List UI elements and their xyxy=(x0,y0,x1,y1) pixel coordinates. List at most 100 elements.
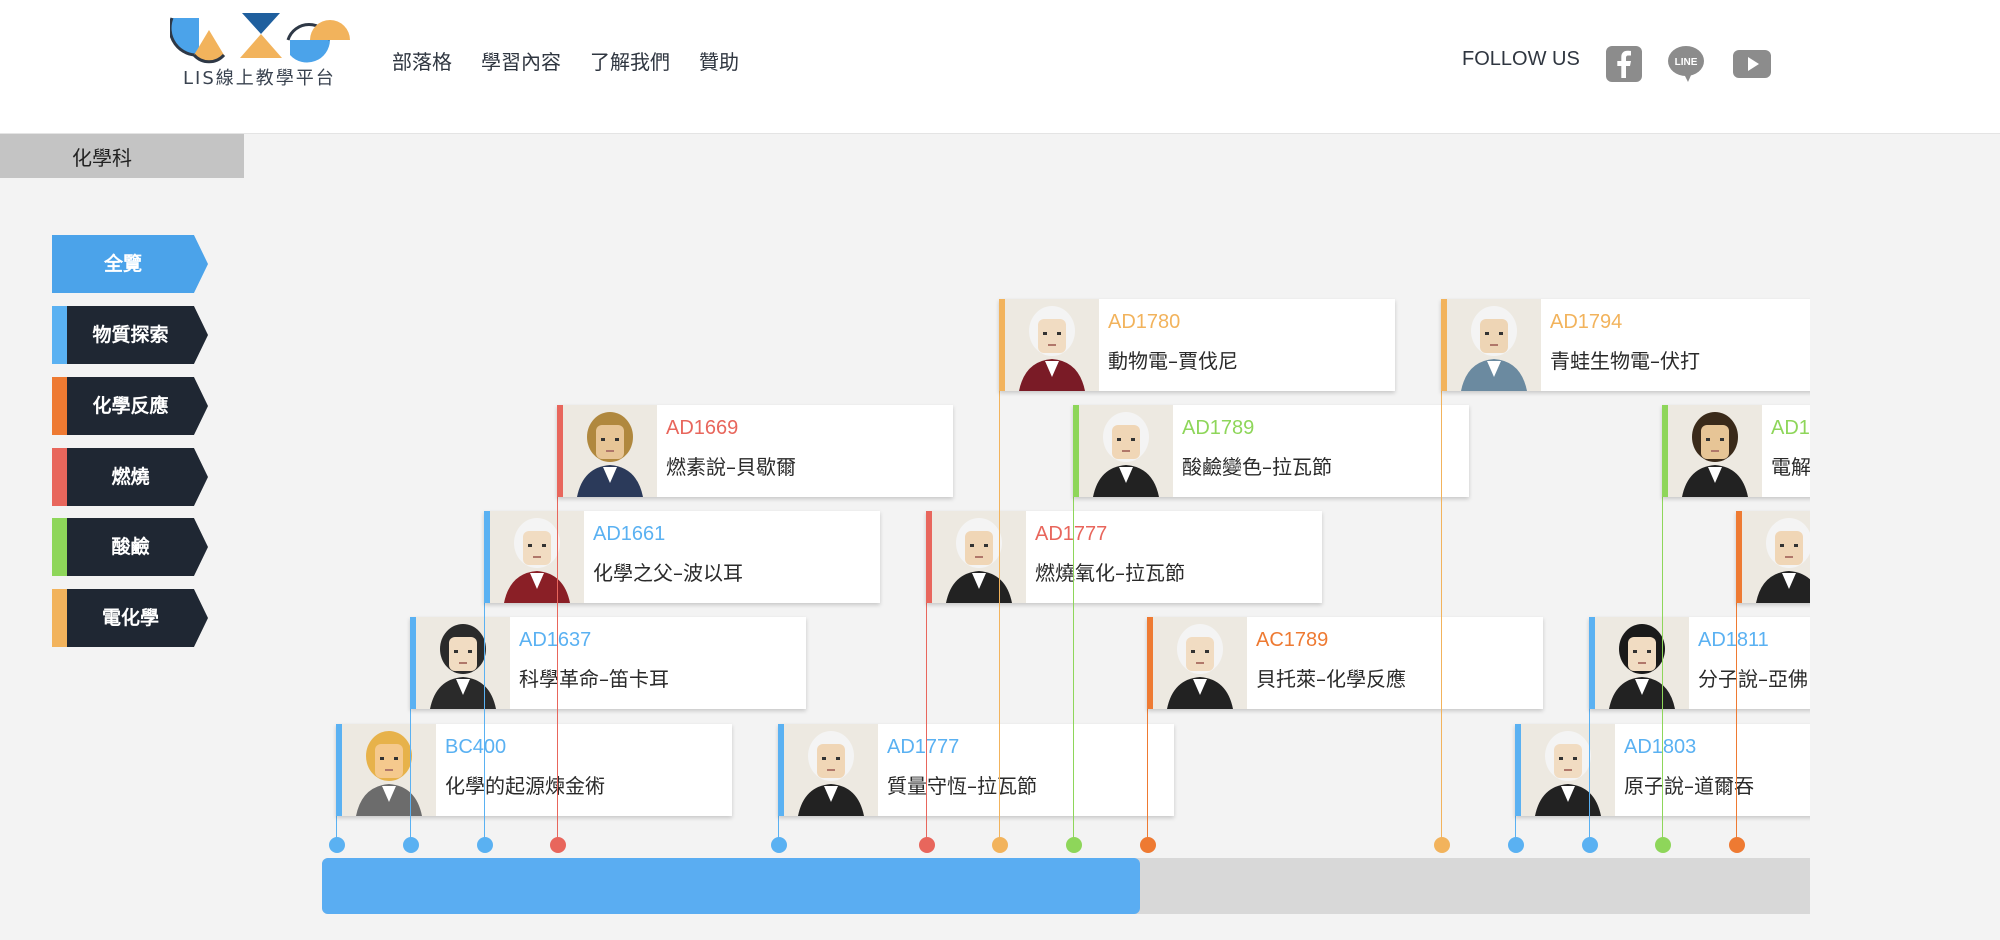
card-year: AD1789 xyxy=(1182,417,1255,439)
site-header: LIS線上教學平台 部落格 學習內容 了解我們 贊助 FOLLOW US LIN… xyxy=(0,0,2000,134)
nav-sponsor[interactable]: 贊助 xyxy=(699,50,739,74)
timeline-connector xyxy=(926,603,927,845)
card-category-bar xyxy=(1515,724,1521,816)
card-year: AD1794 xyxy=(1550,311,1623,333)
category-label: 全覽 xyxy=(103,253,142,275)
card-category-bar xyxy=(1662,405,1668,497)
card-title: 動物電–賈伐尼 xyxy=(1108,349,1238,373)
nav-learning[interactable]: 學習內容 xyxy=(481,50,561,74)
timeline-dot[interactable] xyxy=(1066,837,1082,853)
category-bg xyxy=(52,377,208,435)
lis-logo[interactable] xyxy=(170,10,355,90)
category-bg xyxy=(52,589,208,647)
card-title: 酸鹼變色–拉瓦節 xyxy=(1182,455,1332,479)
timeline-dot[interactable] xyxy=(992,837,1008,853)
category-label: 酸鹼 xyxy=(111,536,150,558)
timeline-dot[interactable] xyxy=(1140,837,1156,853)
card-title: 貝托萊–化學反應 xyxy=(1256,667,1406,691)
scientist-portrait xyxy=(784,724,878,816)
scientist-portrait xyxy=(342,724,436,816)
card-year: AC1789 xyxy=(1256,629,1329,651)
category-color-stripe xyxy=(52,377,67,435)
category-bg xyxy=(52,518,208,576)
category-reaction[interactable]: 化學反應 xyxy=(52,377,208,435)
card-category-bar xyxy=(557,405,563,497)
timeline-card[interactable]: AD1777 質量守恆–拉瓦節 xyxy=(778,724,1174,816)
svg-text:LINE: LINE xyxy=(1675,57,1698,68)
timeline-viewport: BC400 化學的起源煉金術 AD1637 科學革命–笛卡耳 AD1661 化學… xyxy=(0,134,1810,940)
scientist-portrait xyxy=(1153,617,1247,709)
timeline-dot[interactable] xyxy=(919,837,935,853)
card-year: AD1661 xyxy=(593,523,666,545)
timeline-dot[interactable] xyxy=(477,837,493,853)
card-year: AD1803 xyxy=(1624,736,1697,758)
timeline-dot[interactable] xyxy=(1508,837,1524,853)
timeline-connector xyxy=(1441,391,1442,845)
timeline-dot[interactable] xyxy=(1655,837,1671,853)
scientist-portrait xyxy=(932,511,1026,603)
follow-us-label: FOLLOW US xyxy=(1462,48,1580,70)
subject-tab-label: 化學科 xyxy=(72,146,132,170)
timeline-connector xyxy=(1662,497,1663,845)
category-color-stripe xyxy=(52,518,67,576)
line-icon[interactable]: LINE xyxy=(1666,44,1706,84)
facebook-icon[interactable] xyxy=(1604,44,1644,84)
timeline-card[interactable]: AD1780 動物電–賈伐尼 xyxy=(999,299,1395,391)
timeline-card[interactable] xyxy=(1736,511,1810,603)
card-title: 原子說–道爾吞 xyxy=(1624,774,1754,798)
timeline-dot[interactable] xyxy=(1434,837,1450,853)
timeline-card[interactable]: AD1794 青蛙生物電–伏打 xyxy=(1441,299,1810,391)
category-label: 燃燒 xyxy=(111,466,150,488)
card-category-bar xyxy=(410,617,416,709)
timeline-card[interactable]: AD1777 燃燒氧化–拉瓦節 xyxy=(926,511,1322,603)
card-year: AD1780 xyxy=(1108,311,1181,333)
category-bg xyxy=(52,306,208,364)
nav-about[interactable]: 了解我們 xyxy=(590,50,670,74)
category-electrochem[interactable]: 電化學 xyxy=(52,589,208,647)
card-title: 科學革命–笛卡耳 xyxy=(519,667,669,691)
category-acid-base[interactable]: 酸鹼 xyxy=(52,518,208,576)
timeline-card[interactable]: AD1669 燃素說–貝歇爾 xyxy=(557,405,953,497)
scientist-portrait xyxy=(1005,299,1099,391)
category-overview[interactable]: 全覽 xyxy=(52,235,208,293)
category-label: 電化學 xyxy=(101,607,159,629)
nav-blog[interactable]: 部落格 xyxy=(392,50,452,74)
card-title: 燃燒氧化–拉瓦節 xyxy=(1035,561,1185,585)
card-category-bar xyxy=(1441,299,1447,391)
subject-tab[interactable]: 化學科 xyxy=(0,134,244,178)
category-label: 物質探索 xyxy=(92,324,169,346)
timeline-card[interactable]: AD1789 酸鹼變色–拉瓦節 xyxy=(1073,405,1469,497)
timeline-dot[interactable] xyxy=(1729,837,1745,853)
timeline-connector xyxy=(778,816,779,845)
card-year: AD1 xyxy=(1771,417,1810,439)
card-year: AD1777 xyxy=(1035,523,1108,545)
scientist-portrait xyxy=(1595,617,1689,709)
card-year: AD1811 xyxy=(1698,629,1769,651)
timeline-dot[interactable] xyxy=(329,837,345,853)
timeline-connector xyxy=(1073,497,1074,845)
card-category-bar xyxy=(926,511,932,603)
timeline-connector xyxy=(1736,603,1737,845)
youtube-icon[interactable] xyxy=(1732,44,1772,84)
category-combustion[interactable]: 燃燒 xyxy=(52,448,208,506)
card-year: AD1637 xyxy=(519,629,592,651)
card-category-bar xyxy=(1736,511,1742,603)
card-year: AD1777 xyxy=(887,736,960,758)
category-matter[interactable]: 物質探索 xyxy=(52,306,208,364)
timeline-card[interactable]: BC400 化學的起源煉金術 xyxy=(336,724,732,816)
timeline-dot[interactable] xyxy=(550,837,566,853)
timeline-dot[interactable] xyxy=(771,837,787,853)
timeline-dot[interactable] xyxy=(403,837,419,853)
category-bg xyxy=(52,448,208,506)
timeline-connector xyxy=(336,816,337,845)
timeline-card[interactable]: AD1811 分子說–亞佛 xyxy=(1589,617,1810,709)
card-title: 化學之父–波以耳 xyxy=(593,561,743,585)
timeline-scrollbar-thumb[interactable] xyxy=(322,858,1140,914)
category-label: 化學反應 xyxy=(92,395,169,417)
timeline-card[interactable]: AC1789 貝托萊–化學反應 xyxy=(1147,617,1543,709)
timeline-dot[interactable] xyxy=(1582,837,1598,853)
timeline-card[interactable]: AD1661 化學之父–波以耳 xyxy=(484,511,880,603)
card-category-bar xyxy=(778,724,784,816)
timeline-card[interactable]: AD1637 科學革命–笛卡耳 xyxy=(410,617,806,709)
timeline-card[interactable]: AD1 電解 xyxy=(1662,405,1810,497)
